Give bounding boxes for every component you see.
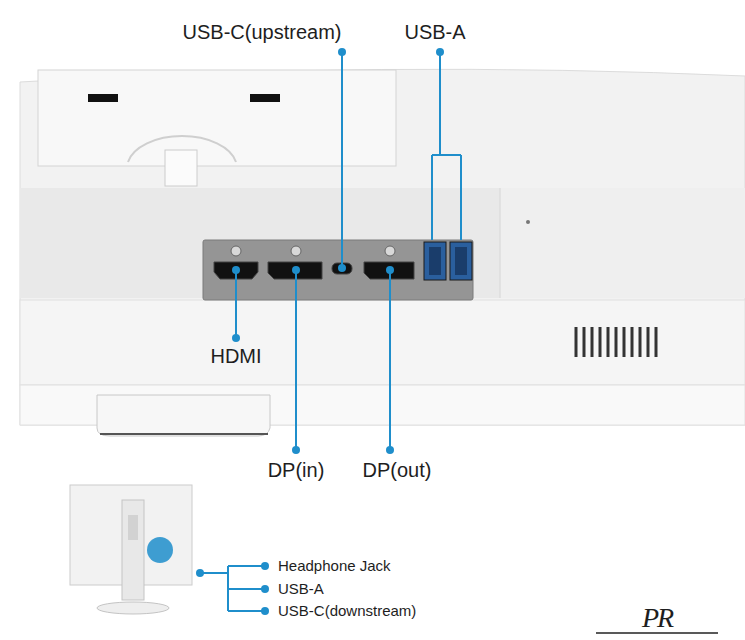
foot-shadow [100,433,268,435]
monitor-back [20,69,745,425]
lower-band [20,300,745,385]
inset-base [97,602,169,614]
usb-a-tongue [429,247,441,275]
screw [231,246,241,256]
port-label: USB-A [404,21,465,44]
inset-stand [122,500,144,600]
port-label: DP(out) [363,459,432,482]
port-label: DP(in) [268,459,325,482]
inset-stand-slot [128,515,138,540]
stand-foot [97,395,270,436]
usb-a-port [450,242,472,280]
mount-tab [165,150,197,186]
port-label: USB-C(upstream) [183,21,342,44]
mount-slot [250,94,280,102]
recess-side [500,188,745,298]
lock-hole [526,220,530,224]
usb-a-port [424,242,446,280]
screw [385,246,395,256]
watermark-logo: PR [642,602,672,634]
mount-slot [88,94,118,102]
screw [291,246,301,256]
port-label: HDMI [210,345,261,368]
port-label: Headphone Jack [278,557,391,574]
port-panel [203,240,473,300]
port-label: USB-C(downstream) [278,602,416,619]
recess-edge [500,188,501,298]
inset-highlight [147,537,173,563]
vent-slots [576,327,656,357]
leader-dots [196,48,444,615]
leader-lines [200,52,461,611]
port-label: USB-A [278,580,324,597]
usb-a-tongue [455,247,467,275]
usb-c-port [332,263,352,274]
